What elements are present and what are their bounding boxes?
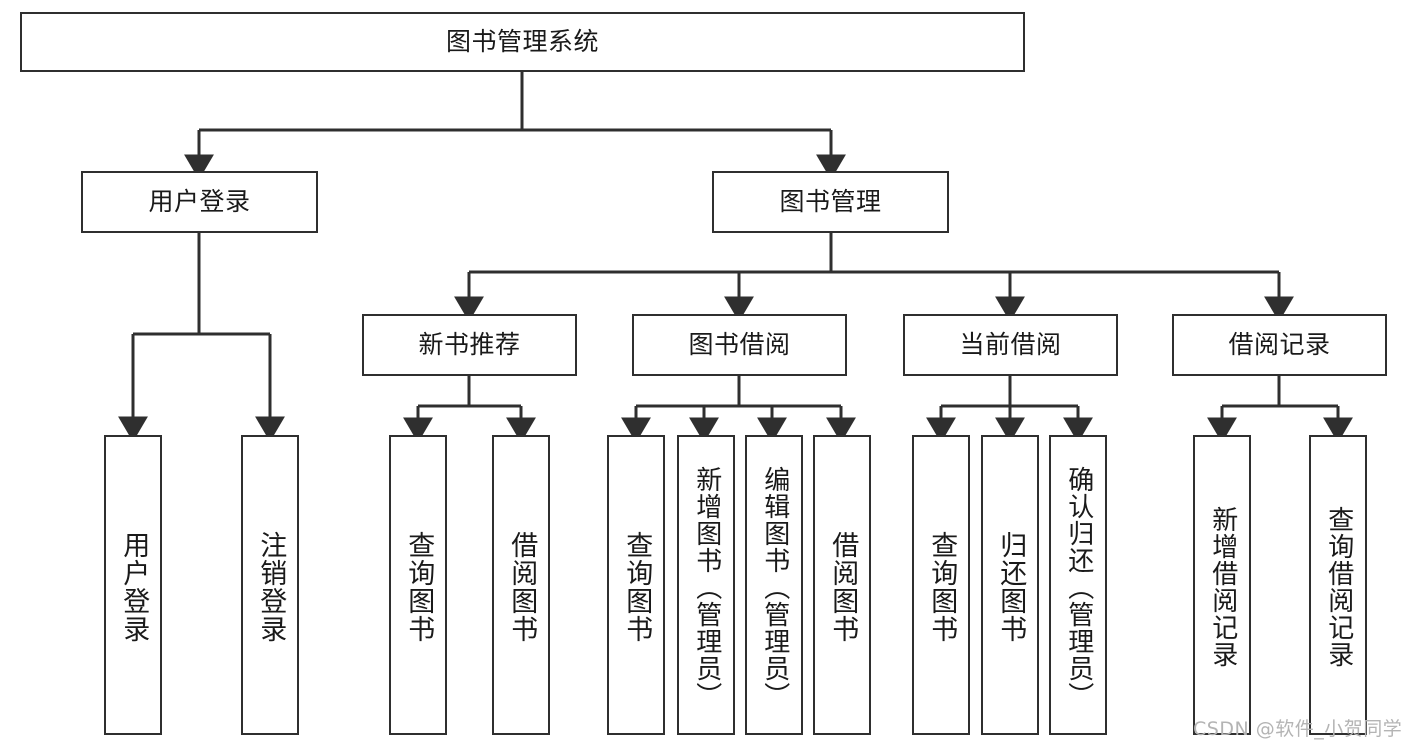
node-label: 借阅图书 [506, 531, 538, 643]
node-leaf-edit-book[interactable]: 编辑图书（管理员） [745, 435, 803, 735]
node-label: 归还图书 [995, 531, 1027, 643]
node-label: 图书管理系统 [445, 27, 599, 57]
node-label: 当前借阅 [959, 330, 1062, 360]
node-leaf-add-book[interactable]: 新增图书（管理员） [677, 435, 735, 735]
node-book-management[interactable]: 图书管理 [712, 171, 949, 233]
node-label: 确认归还（管理员） [1063, 465, 1094, 709]
node-label: 注销登录 [255, 531, 287, 643]
node-leaf-add-borrow-record[interactable]: 新增借阅记录 [1193, 435, 1251, 735]
node-leaf-user-login[interactable]: 用户登录 [104, 435, 162, 735]
node-user-login[interactable]: 用户登录 [81, 171, 318, 233]
node-leaf-return-book[interactable]: 归还图书 [981, 435, 1039, 735]
node-label: 新增图书（管理员） [691, 465, 722, 709]
node-leaf-query-book-3[interactable]: 查询图书 [912, 435, 970, 735]
node-leaf-logout-login[interactable]: 注销登录 [241, 435, 299, 735]
node-label: 查询图书 [403, 531, 435, 643]
node-leaf-borrow-book-1[interactable]: 借阅图书 [492, 435, 550, 735]
node-label: 新增借阅记录 [1207, 506, 1238, 668]
node-label: 用户登录 [118, 531, 150, 643]
csdn-watermark: CSDN @软件_小贺同学 [1193, 718, 1403, 740]
node-leaf-borrow-book-2[interactable]: 借阅图书 [813, 435, 871, 735]
node-label: 借阅记录 [1228, 330, 1331, 360]
node-label: 查询图书 [621, 531, 653, 643]
node-leaf-query-book-2[interactable]: 查询图书 [607, 435, 665, 735]
node-leaf-query-borrow-record[interactable]: 查询借阅记录 [1309, 435, 1367, 735]
node-leaf-query-book-1[interactable]: 查询图书 [389, 435, 447, 735]
node-book-management-system[interactable]: 图书管理系统 [20, 12, 1025, 72]
node-label: 查询借阅记录 [1323, 506, 1354, 668]
node-borrow-record[interactable]: 借阅记录 [1172, 314, 1387, 376]
node-leaf-confirm-return[interactable]: 确认归还（管理员） [1049, 435, 1107, 735]
node-label: 图书借阅 [688, 330, 791, 360]
node-label: 新书推荐 [418, 330, 521, 360]
node-new-book-recommend[interactable]: 新书推荐 [362, 314, 577, 376]
node-book-borrow[interactable]: 图书借阅 [632, 314, 847, 376]
node-current-borrow[interactable]: 当前借阅 [903, 314, 1118, 376]
node-label: 借阅图书 [827, 531, 859, 643]
node-label: 用户登录 [148, 187, 251, 217]
node-label: 查询图书 [926, 531, 958, 643]
node-label: 图书管理 [779, 187, 882, 217]
node-label: 编辑图书（管理员） [759, 465, 790, 709]
